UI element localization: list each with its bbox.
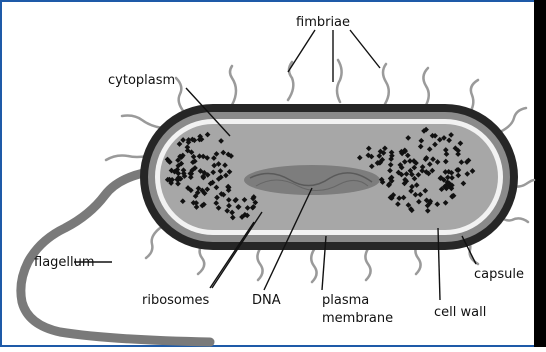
dna-nucleoid bbox=[244, 165, 380, 195]
fimbria bbox=[257, 246, 262, 280]
fimbria bbox=[383, 64, 389, 104]
label-plasma-line2: membrane bbox=[322, 311, 393, 326]
label-cytoplasm: cytoplasm bbox=[108, 73, 175, 88]
label-fimbriae: fimbriae bbox=[296, 15, 350, 30]
fimbria bbox=[122, 116, 162, 129]
fimbria bbox=[146, 228, 160, 258]
right-edge-strip bbox=[534, 0, 546, 347]
leader-line-fimbriae bbox=[288, 30, 315, 72]
label-plasma-line1: plasma bbox=[322, 293, 369, 308]
label-cell-wall: cell wall bbox=[434, 305, 486, 320]
fimbria bbox=[230, 66, 236, 105]
fimbria bbox=[423, 68, 428, 107]
fimbria bbox=[337, 60, 342, 102]
fimbria bbox=[106, 156, 148, 161]
label-flagellum: flagellum bbox=[34, 255, 95, 270]
fimbria bbox=[500, 108, 526, 132]
label-capsule: capsule bbox=[474, 267, 524, 282]
fimbria bbox=[311, 248, 316, 282]
leader-line-fimbriae bbox=[350, 30, 380, 68]
fimbria bbox=[176, 78, 184, 112]
label-dna: DNA bbox=[252, 293, 281, 308]
label-ribosomes: ribosomes bbox=[142, 293, 210, 308]
fimbria bbox=[365, 246, 370, 280]
left-white-patch bbox=[8, 132, 104, 170]
